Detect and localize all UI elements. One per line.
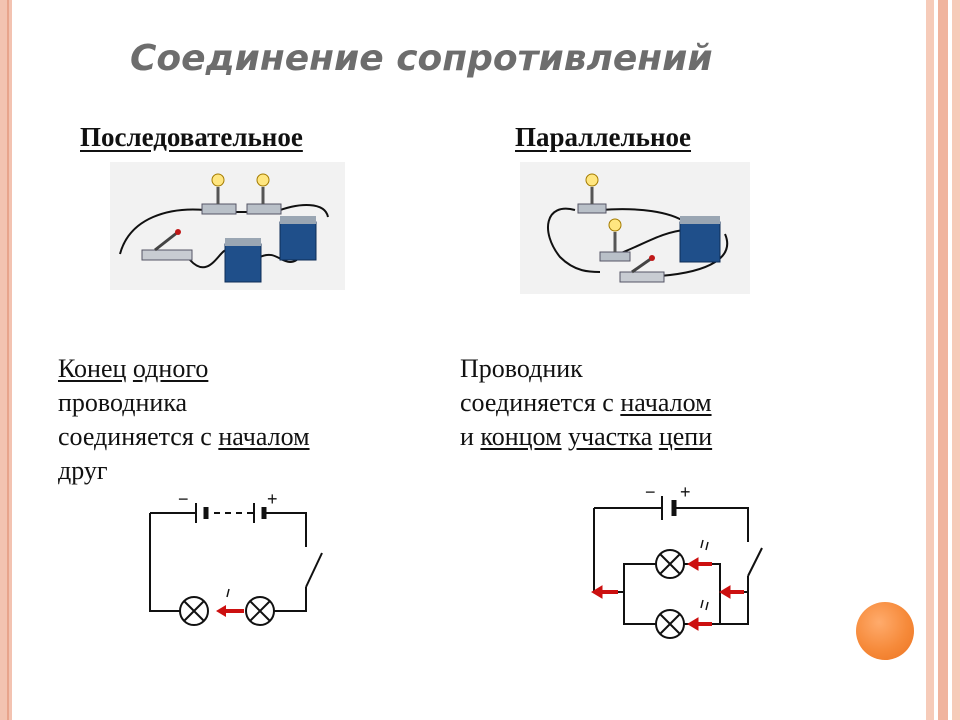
- current-arrow: [216, 588, 244, 617]
- word: и: [460, 422, 474, 451]
- parallel-schematic: − +: [572, 468, 782, 648]
- battery-1: [224, 238, 262, 283]
- battery-2: [279, 216, 317, 261]
- plus-sign: +: [680, 482, 691, 502]
- parallel-heading: Параллельное: [515, 122, 692, 152]
- right-border-decoration: [920, 0, 960, 720]
- lamp-2: [599, 218, 631, 262]
- minus-sign: −: [645, 482, 656, 502]
- series-heading: Последовательное: [80, 122, 303, 152]
- word: соединяется с: [58, 422, 212, 451]
- word: цепи: [658, 422, 713, 451]
- lamp-2: [246, 173, 282, 215]
- current-arrows: [591, 557, 744, 631]
- word: проводника: [58, 388, 188, 417]
- switch: [141, 229, 193, 261]
- plus-sign: +: [267, 489, 278, 509]
- series-schematic: − +: [126, 477, 340, 639]
- lamp-1: [577, 173, 607, 214]
- word: участка: [568, 422, 653, 451]
- word: Конец: [58, 354, 127, 383]
- word: соединяется с: [460, 388, 614, 417]
- switch: [619, 255, 665, 283]
- slide-title: Соединение сопротивлений: [130, 38, 713, 79]
- word: Проводник: [460, 354, 583, 383]
- decorative-orb: [856, 602, 914, 660]
- word: концом: [480, 422, 562, 451]
- word: друг: [58, 456, 108, 485]
- series-circuit-photo: [110, 162, 345, 290]
- lamp-1: [201, 173, 237, 215]
- parallel-description: Проводник соединяется с началом и концом…: [460, 352, 712, 454]
- word: началом: [218, 422, 310, 451]
- minus-sign: −: [178, 489, 189, 509]
- left-border-decoration: [0, 0, 12, 720]
- word: началом: [620, 388, 712, 417]
- parallel-circuit-photo: [520, 162, 750, 294]
- series-description: Конец одного проводника соединяется с на…: [58, 352, 310, 488]
- word: одного: [132, 354, 209, 383]
- battery: [679, 216, 721, 263]
